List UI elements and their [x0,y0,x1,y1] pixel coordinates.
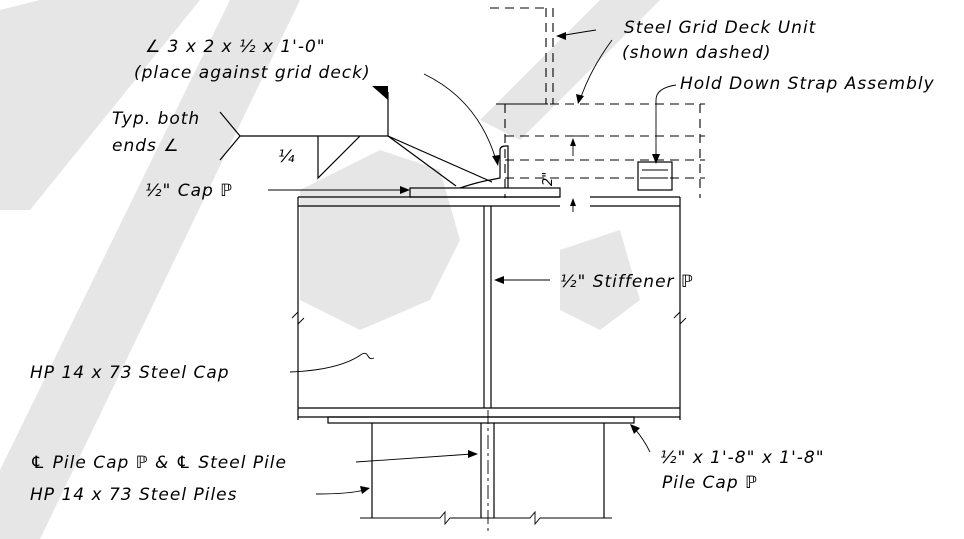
draft-watermark [0,0,660,539]
field-weld-flag [372,86,388,100]
weld-size-label: ¼ [278,147,295,167]
watermark-stroke-2 [0,0,300,539]
angle-note-label: (place against grid deck) [134,63,371,83]
hold-down-label: Hold Down Strap Assembly [680,74,935,94]
watermark-r [560,230,640,330]
break-mark-right [673,310,687,326]
cap-plate-label: ½" Cap ℙ [145,181,233,201]
watermark-d [300,150,460,330]
pile-cap-plate-label-line1: ½" x 1'-8" x 1'-8" [660,448,825,468]
break-mark-left [291,310,305,326]
hold-down-strap-box [637,161,673,191]
centerline-label: ℄ Pile Cap ℙ & ℄ Steel Pile [30,453,287,473]
typ-label-line1: Typ. both [112,109,200,129]
grid-deck-note-label: (shown dashed) [622,43,771,63]
steel-cap-beam [291,187,687,424]
angle-section [459,145,509,189]
watermark-stroke-1 [0,0,200,210]
steel-pile [360,410,612,535]
dimension-2in-label: 2" [541,172,556,186]
dimension-2in [570,135,584,212]
grid-deck-label: Steel Grid Deck Unit [624,18,817,38]
typ-label-line2: ends ∠ [112,136,180,156]
watermark-stroke-3 [480,0,660,140]
angle-size-label: ∠ 3 x 2 x ½ x 1'-0" [145,37,326,57]
leaders [268,29,677,495]
pile-cap-plate [327,416,635,424]
stiffener-label: ½" Stiffener ℙ [560,272,694,292]
weld-symbol [219,86,493,187]
steel-piles-label: HP 14 x 73 Steel Piles [30,485,238,505]
pile-cap-plate-label-line2: Pile Cap ℙ [662,473,758,493]
steel-cap-label: HP 14 x 73 Steel Cap [30,363,230,383]
